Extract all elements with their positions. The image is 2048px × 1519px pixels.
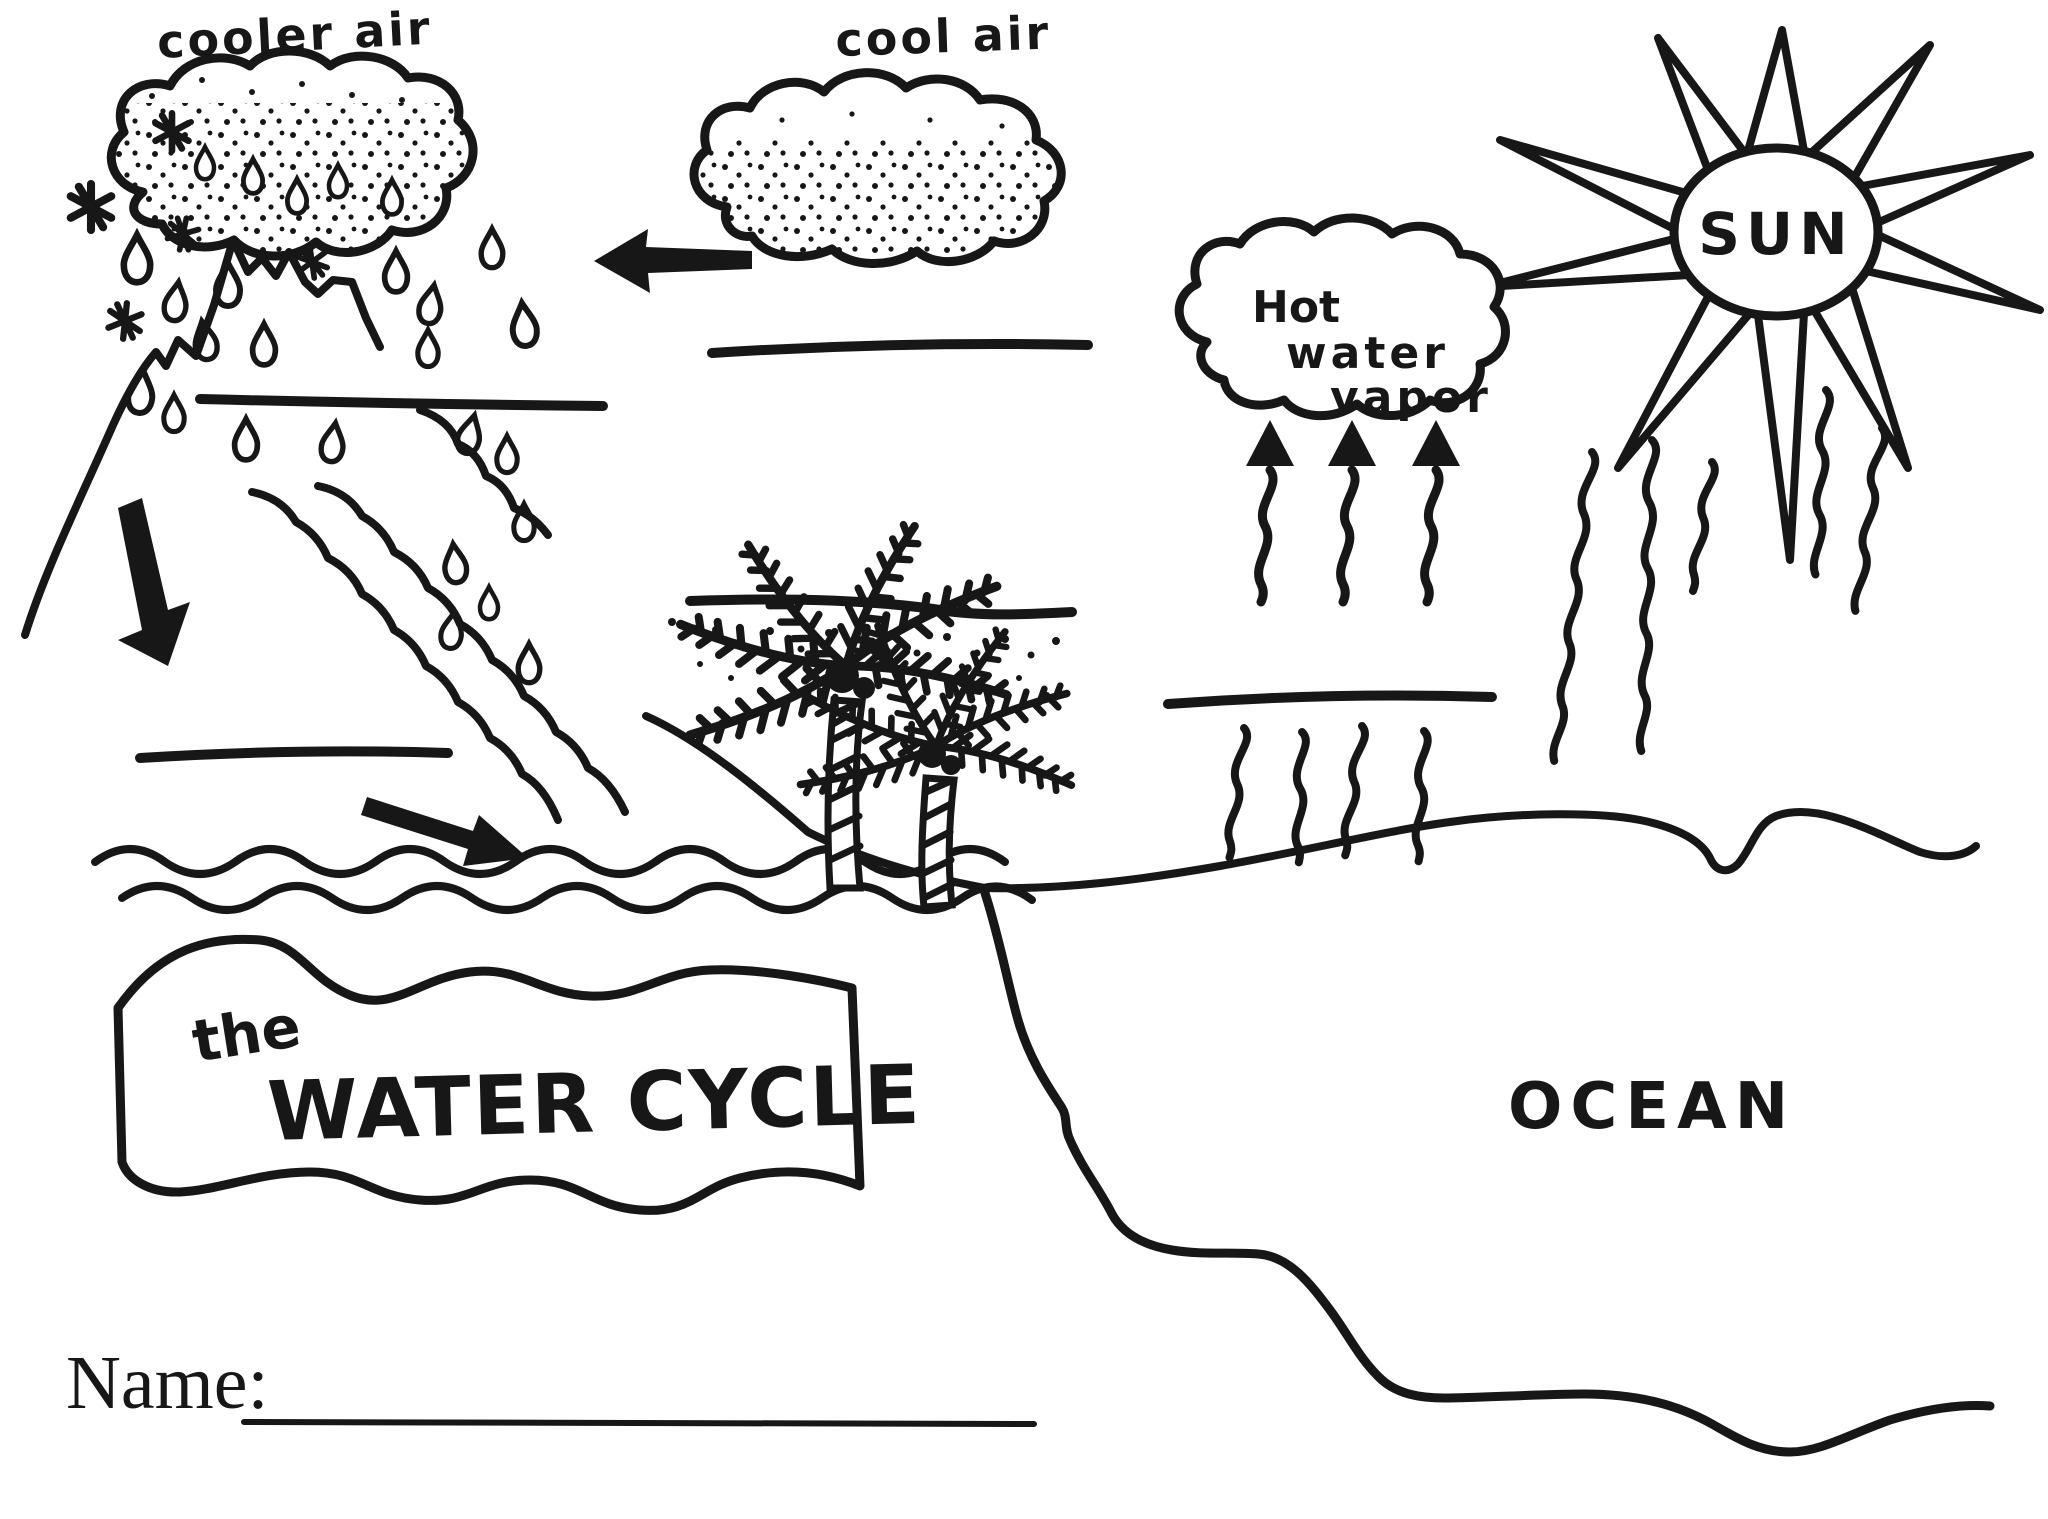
sun-rays-icon: [1480, 26, 2044, 564]
right-arrow-icon: [361, 797, 528, 866]
answer-blank-5[interactable]: [1163, 690, 1497, 709]
sun-disc-icon: [1669, 143, 1883, 321]
sun-label: SUN: [1698, 200, 1853, 268]
name-field: Name:: [66, 1341, 1037, 1427]
down-arrow-icon: [118, 498, 190, 666]
hot-water-vapor-cloud: Hot water vapor: [1179, 218, 1505, 602]
coconut-icon: [825, 659, 859, 693]
cooler-cloud-dots: [149, 77, 405, 103]
answer-blank-1[interactable]: [195, 394, 608, 411]
vapor-label-water: water: [1286, 328, 1449, 379]
island: [668, 517, 1077, 911]
coconut-icon: [853, 677, 875, 699]
vapor-label-hot: Hot: [1252, 282, 1340, 333]
answer-blank-3[interactable]: [135, 746, 453, 763]
ocean-label: OCEAN: [1508, 1070, 1796, 1144]
left-arrow-icon: [594, 229, 752, 293]
cool-cloud-dots: [779, 111, 1005, 129]
cool-cloud-stipple: [698, 138, 1062, 264]
coastline: [980, 888, 1995, 1457]
vapor-label-vapor: vapor: [1330, 372, 1492, 423]
palm-tree: [796, 619, 1076, 911]
evaporation-arrow-icon: [1246, 420, 1294, 602]
sun: SUN: [1480, 26, 2044, 762]
coconut-icon: [941, 755, 961, 775]
cooler-air-cloud: cooler air: [111, 1, 473, 258]
answer-blank-2[interactable]: [707, 339, 1093, 358]
ocean-shoreline: [981, 808, 1980, 893]
cool-air-label: cool air: [834, 5, 1052, 66]
banner-title-label: WATER CYCLE: [266, 1048, 923, 1160]
coconut-icon: [918, 740, 946, 768]
title-banner: the WATER CYCLE: [113, 934, 923, 1215]
mountain: [21, 236, 384, 639]
evaporation-arrows: [1246, 420, 1460, 602]
cool-air-cloud: cool air: [694, 5, 1076, 270]
name-line[interactable]: [241, 1419, 1037, 1427]
banner-outline-icon: [113, 934, 865, 1215]
banner-the-label: the: [188, 992, 306, 1076]
evaporation-arrow-icon: [1412, 420, 1460, 602]
name-label: Name:: [66, 1341, 269, 1425]
evaporation-arrow-icon: [1328, 420, 1376, 602]
